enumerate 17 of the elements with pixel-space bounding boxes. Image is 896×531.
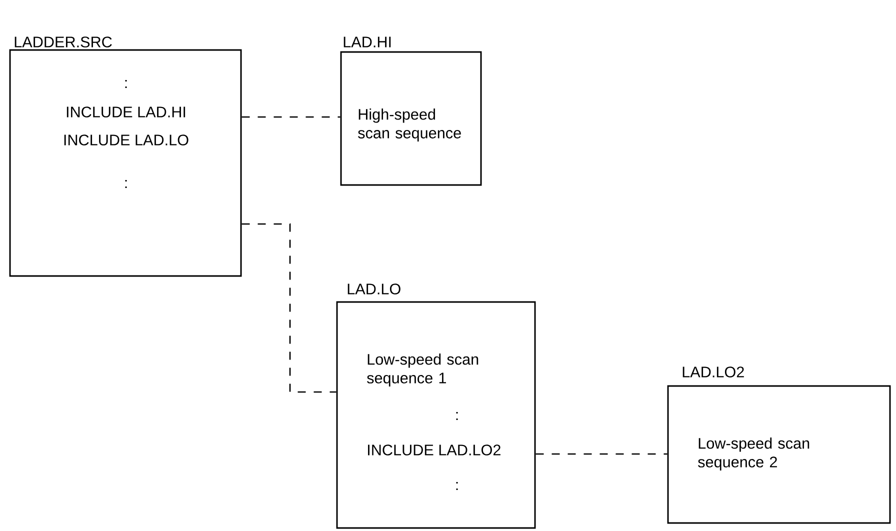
- code-line: INCLUDE LAD.LO: [64, 134, 188, 146]
- file-name: LAD.LO: [348, 284, 400, 294]
- code-line: INCLUDE LAD.HI: [66, 106, 186, 118]
- code-line: :: [125, 80, 127, 88]
- description-text: Low-speed scan sequence 1: [367, 354, 478, 386]
- code-line: :: [456, 412, 458, 420]
- file-name: LAD.LO2: [682, 366, 744, 378]
- description-text: High-speed scan sequence: [358, 108, 461, 142]
- file-name: LADDER.SRC: [14, 36, 112, 48]
- code-line: INCLUDE LAD.LO2: [368, 444, 500, 456]
- dashed-connector: [242, 116, 340, 118]
- dashed-connector: [242, 223, 336, 393]
- code-line: :: [125, 180, 127, 188]
- description-text: Low-speed scan sequence 2: [698, 438, 810, 470]
- dashed-connector: [536, 453, 668, 455]
- file-name: LAD.HI: [344, 36, 391, 48]
- code-line: :: [456, 482, 458, 490]
